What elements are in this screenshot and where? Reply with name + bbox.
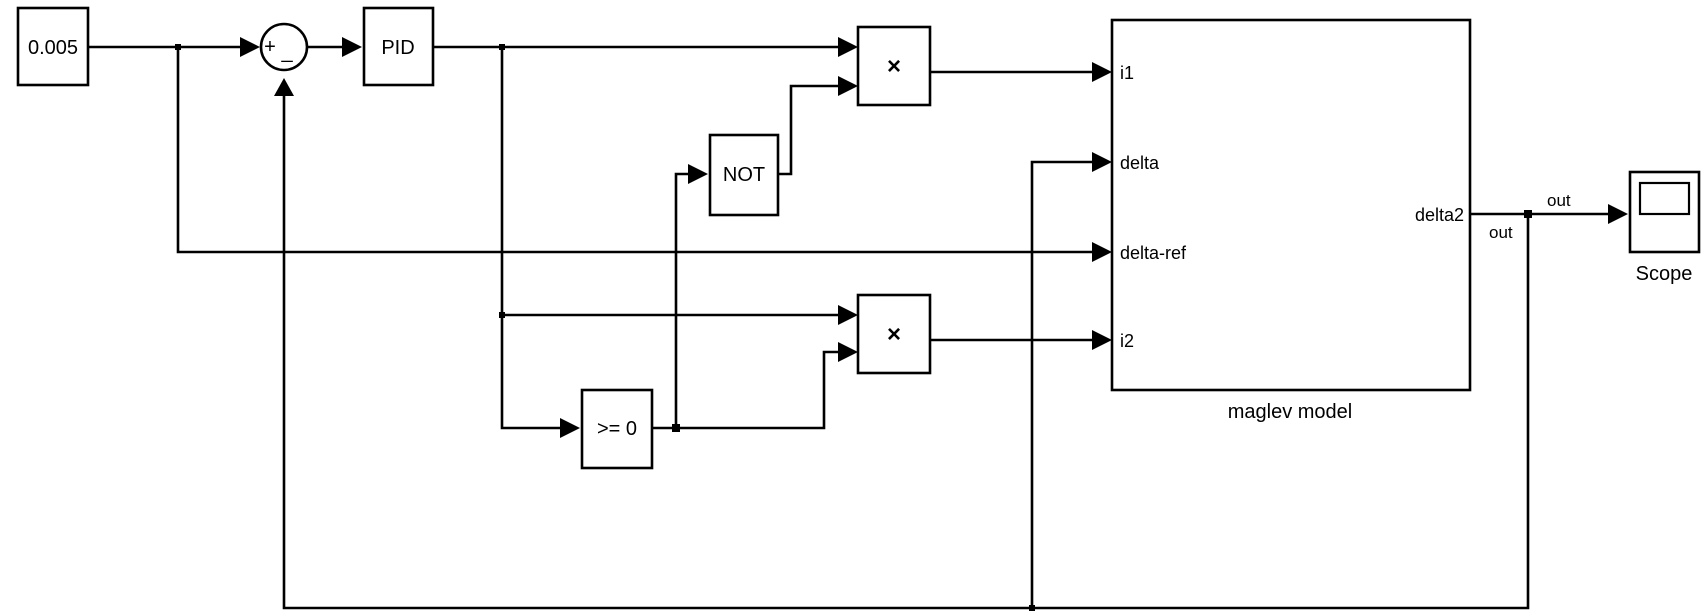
sum-block[interactable]: + _ — [259, 22, 309, 72]
not-block[interactable]: NOT — [708, 133, 780, 217]
sum-plus-sign: + — [264, 36, 276, 58]
signal-label-out-upper: out — [1547, 191, 1571, 210]
product-block-2[interactable]: × — [856, 293, 932, 375]
arrowhead-delta — [1092, 152, 1112, 172]
arrowhead-scope-in — [1608, 204, 1628, 224]
arrowheads — [240, 37, 1628, 438]
sum-minus-sign: _ — [280, 41, 293, 63]
arrowhead-i1 — [1092, 62, 1112, 82]
product-symbol-2: × — [887, 321, 901, 348]
wire-feedback — [282, 96, 1530, 610]
arrowhead-compare-in — [560, 418, 580, 438]
pid-block[interactable]: PID — [362, 6, 435, 87]
maglev-model-subsystem[interactable]: i1 delta delta-ref i2 delta2 — [1110, 18, 1472, 392]
compare-to-zero-block[interactable]: >= 0 — [580, 388, 654, 470]
arrowhead-product1-in1 — [838, 37, 858, 57]
arrowhead-product2-in1 — [838, 305, 858, 325]
maglev-caption: maglev model — [1228, 401, 1353, 423]
arrowhead-sum-plus — [240, 37, 260, 57]
branch-point-pid-lower — [499, 312, 505, 318]
wire-pid-to-compare — [500, 47, 560, 430]
maglev-input-delta-ref: delta-ref — [1120, 243, 1187, 263]
branch-point-pid — [499, 44, 505, 50]
arrowhead-not-in — [688, 164, 708, 184]
scope-screen-icon — [1638, 181, 1691, 216]
wire-constant-to-delta-ref — [176, 47, 1092, 254]
branch-points — [175, 44, 1532, 611]
product-symbol-1: × — [887, 53, 901, 80]
maglev-input-i2: i2 — [1120, 331, 1134, 351]
wire-compare-to-product2 — [652, 350, 838, 430]
maglev-input-delta: delta — [1120, 153, 1160, 173]
not-label: NOT — [723, 164, 765, 186]
scope-block[interactable] — [1628, 170, 1701, 254]
branch-point-output — [1524, 210, 1532, 218]
scope-caption: Scope — [1636, 263, 1693, 285]
arrowhead-pid-in — [342, 37, 362, 57]
signal-label-out-lower: out — [1489, 223, 1513, 242]
branch-point-compare — [672, 424, 680, 432]
branch-point-feedback — [1029, 605, 1035, 611]
pid-label: PID — [381, 37, 414, 59]
arrowhead-product2-in2 — [838, 342, 858, 362]
wire-not-to-product1 — [778, 84, 838, 176]
arrowhead-i2 — [1092, 330, 1112, 350]
wire-feedback-to-delta — [1030, 160, 1092, 608]
wire-compare-to-not — [674, 172, 690, 428]
signal-wires — [88, 45, 1616, 610]
maglev-output-delta2: delta2 — [1415, 205, 1464, 225]
branch-point-constant — [175, 44, 181, 50]
arrowhead-sum-minus — [274, 78, 294, 96]
constant-block[interactable]: 0.005 — [16, 6, 90, 87]
maglev-input-i1: i1 — [1120, 63, 1134, 83]
constant-value: 0.005 — [28, 37, 78, 59]
product-block-1[interactable]: × — [856, 25, 932, 107]
arrowhead-delta-ref — [1092, 242, 1112, 262]
compare-label: >= 0 — [597, 418, 637, 440]
arrowhead-product1-in2 — [838, 76, 858, 96]
